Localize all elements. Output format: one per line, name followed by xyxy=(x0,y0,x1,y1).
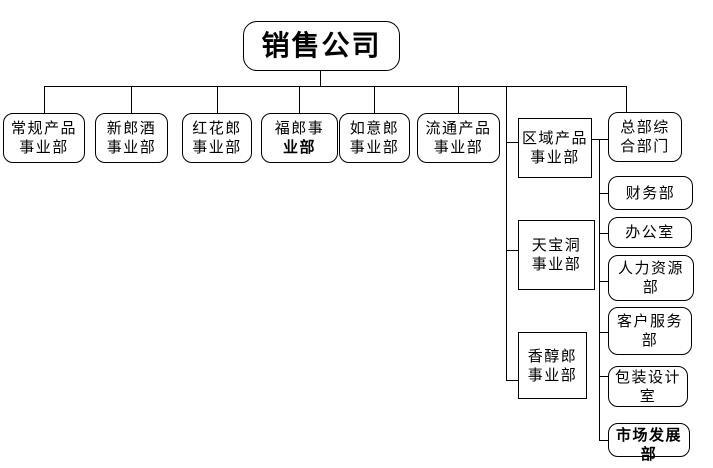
org-box-ruyilang-division[interactable]: 如意郎 事业部 xyxy=(339,113,410,163)
connector-mid-spine xyxy=(506,86,507,380)
org-box-label: 销售公司 xyxy=(261,30,382,61)
org-box-market-development-department[interactable]: 市场发展 部 xyxy=(608,423,690,463)
org-box-label: 新郎酒 xyxy=(106,120,157,137)
connector-drop-3 xyxy=(217,86,218,113)
org-box-label: 室 xyxy=(639,387,657,405)
connector-tick-office xyxy=(599,233,608,234)
connector-tick-packaging xyxy=(599,376,608,377)
org-box-fulang-division[interactable]: 福郎事 业部 xyxy=(261,113,338,163)
org-box-regular-products-division[interactable]: 常规产品 事业部 xyxy=(3,113,85,163)
org-box-label: 办公室 xyxy=(625,224,675,241)
org-box-distribution-products-division[interactable]: 流通产品 事业部 xyxy=(417,113,500,163)
org-box-label: 事业部 xyxy=(19,139,69,156)
org-box-hq-general-departments[interactable]: 总部综 合部门 xyxy=(608,112,682,162)
org-box-hr-department[interactable]: 人力资源 部 xyxy=(608,255,694,301)
org-box-label: 事业部 xyxy=(192,139,242,156)
org-box-label: 事业部 xyxy=(530,149,580,166)
connector-drop-6 xyxy=(458,86,459,113)
connector-drop-5 xyxy=(374,86,375,113)
connector-tick-xiangchunlang xyxy=(506,380,518,381)
org-box-label: 部 xyxy=(642,279,660,296)
org-box-honghualang-division[interactable]: 红花郎 事业部 xyxy=(182,113,252,163)
org-box-tianbaodong-division[interactable]: 天宝洞 事业部 xyxy=(518,220,595,290)
org-box-label: 区域产品 xyxy=(521,130,588,147)
connector-right-spine xyxy=(599,139,600,440)
org-box-label: 财务部 xyxy=(625,184,676,202)
connector-trunk xyxy=(44,86,627,87)
org-box-label: 香醇郎 xyxy=(527,347,578,365)
org-box-label: 福郎事 xyxy=(274,120,325,137)
org-box-label: 事业部 xyxy=(433,139,484,156)
org-box-label: 事业部 xyxy=(106,139,157,156)
org-box-xinlangjiu-division[interactable]: 新郎酒 事业部 xyxy=(95,113,168,163)
org-box-packaging-design-office[interactable]: 包装设计 室 xyxy=(608,366,688,407)
org-box-xiangchunlang-division[interactable]: 香醇郎 事业部 xyxy=(518,332,587,399)
org-box-label: 总部综 xyxy=(620,119,670,136)
org-box-label: 事业部 xyxy=(349,139,400,156)
org-box-sales-company[interactable]: 销售公司 xyxy=(243,21,400,71)
org-box-regional-products-division[interactable]: 区域产品 事业部 xyxy=(518,118,592,178)
connector-drop-4 xyxy=(299,86,300,113)
connector-cross-tick-regional-right xyxy=(592,139,608,140)
connector-tick-customer-service xyxy=(599,332,608,333)
org-box-label: 事业部 xyxy=(527,366,578,384)
connector-tick-hr xyxy=(599,281,608,282)
connector-tick-finance xyxy=(599,193,608,194)
org-box-label: 客户服务 xyxy=(616,313,683,330)
org-box-label: 常规产品 xyxy=(10,120,77,137)
org-box-label: 如意郎 xyxy=(349,120,400,137)
connector-title-riser xyxy=(320,71,321,86)
org-box-label: 业部 xyxy=(282,139,316,156)
connector-tick-regional xyxy=(506,142,518,143)
connector-hq-riser xyxy=(626,86,627,112)
org-box-label: 部 xyxy=(640,446,658,463)
org-box-label: 市场发展 xyxy=(615,427,682,444)
connector-drop-2 xyxy=(131,86,132,113)
org-box-customer-service-department[interactable]: 客户服务 部 xyxy=(608,307,692,355)
org-box-label: 合部门 xyxy=(620,138,670,155)
org-box-label: 部 xyxy=(641,332,659,349)
org-box-label: 红花郎 xyxy=(192,120,242,137)
org-box-label: 人力资源 xyxy=(617,260,684,277)
org-box-label: 包装设计 xyxy=(614,368,681,386)
org-box-general-office[interactable]: 办公室 xyxy=(608,217,692,248)
connector-drop-1 xyxy=(44,86,45,113)
connector-tick-market-dev xyxy=(599,440,608,441)
org-box-finance-department[interactable]: 财务部 xyxy=(608,176,693,210)
connector-tick-tianbaodong xyxy=(506,250,518,251)
org-box-label: 天宝洞 xyxy=(531,237,582,254)
org-box-label: 流通产品 xyxy=(425,120,492,137)
org-box-label: 事业部 xyxy=(531,256,582,273)
